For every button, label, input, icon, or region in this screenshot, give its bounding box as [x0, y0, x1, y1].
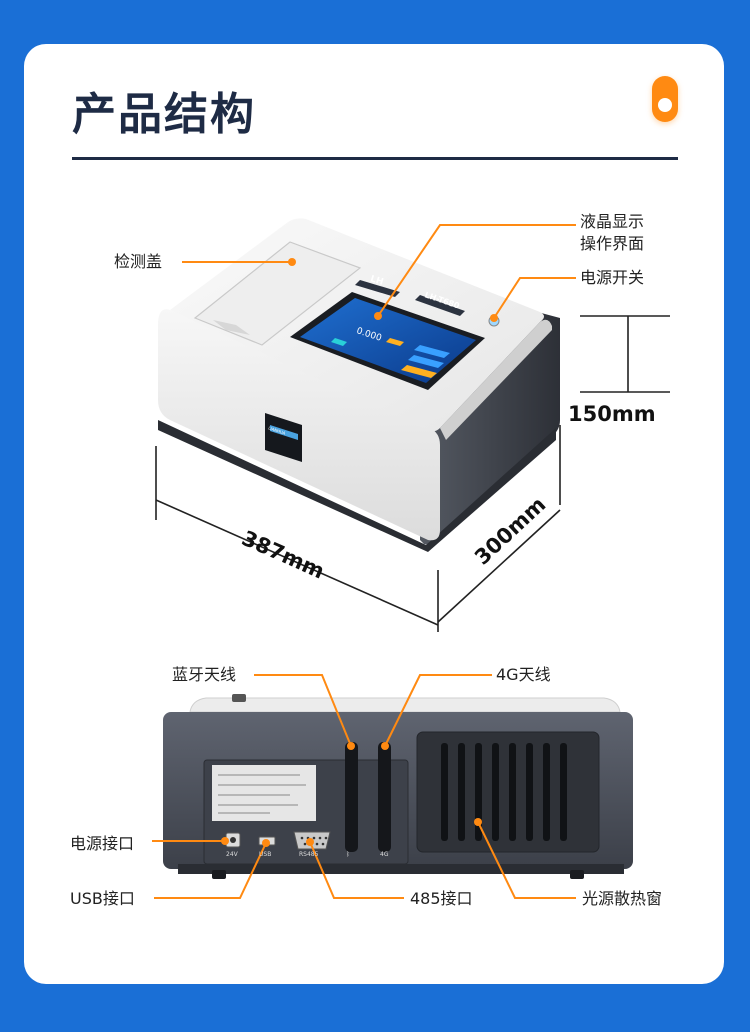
- leader-lines-bottom: [152, 674, 576, 899]
- label-4g-antenna: 4G天线: [496, 665, 551, 684]
- label-cover: 检测盖: [114, 252, 163, 271]
- port-label-4g: 4G: [380, 851, 389, 858]
- device-front-view: [158, 218, 560, 552]
- toggle-icon: [652, 76, 678, 122]
- port-label-24v: 24V: [226, 851, 238, 858]
- page-title: 产品结构: [72, 89, 256, 140]
- label-usb-port: USB接口: [70, 889, 135, 908]
- device-rear-view: [163, 694, 633, 879]
- label-light-vent: 光源散热窗: [582, 889, 663, 908]
- port-label-bt: ᛒ: [346, 851, 350, 858]
- label-bt-antenna: 蓝牙天线: [172, 665, 237, 684]
- port-label-usb: USB: [259, 851, 272, 858]
- label-display-line2: 操作界面: [580, 234, 645, 253]
- title-divider: [72, 157, 678, 160]
- label-485-port: 485接口: [410, 889, 473, 908]
- label-power-port: 电源接口: [70, 834, 135, 853]
- dim-height: 150mm: [568, 402, 656, 426]
- dimension-lines: [155, 315, 670, 632]
- label-power-switch: 电源开关: [580, 268, 645, 287]
- leader-lines-top: [182, 224, 576, 319]
- label-display-line1: 液晶显示: [580, 212, 645, 231]
- port-label-rs485: RS485: [299, 851, 319, 858]
